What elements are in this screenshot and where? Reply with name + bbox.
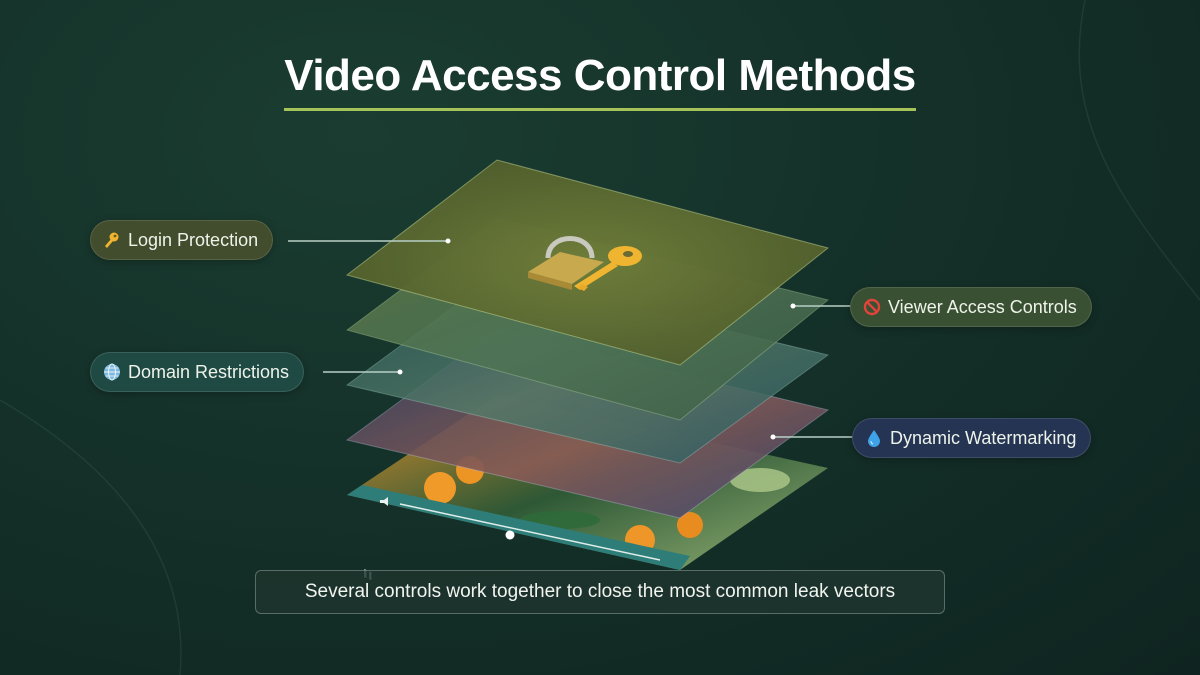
connector-lines xyxy=(288,240,853,438)
droplet-icon xyxy=(865,429,883,447)
label-login-protection: Login Protection xyxy=(90,220,274,260)
label-text: Viewer Access Controls xyxy=(888,296,1077,317)
label-text: Login Protection xyxy=(128,229,259,250)
label-domain-restrictions: Domain Restrictions xyxy=(90,352,305,392)
key-icon xyxy=(103,231,121,249)
page-title: Video Access Control Methods xyxy=(284,50,916,111)
label-text: Domain Restrictions xyxy=(128,361,290,382)
progress-handle[interactable] xyxy=(505,530,515,540)
globe-icon xyxy=(103,363,121,381)
label-viewer-access-controls: Viewer Access Controls xyxy=(850,287,1092,327)
padlock-key-icon xyxy=(528,236,642,291)
label-dynamic-watermarking: Dynamic Watermarking xyxy=(852,418,1092,458)
caption-box: Several controls work together to close … xyxy=(255,570,945,614)
prohibited-icon xyxy=(863,298,881,316)
title-block: Video Access Control Methods xyxy=(0,50,1200,111)
caption-text: Several controls work together to close … xyxy=(304,581,896,602)
label-text: Dynamic Watermarking xyxy=(890,427,1077,448)
volume-icon[interactable] xyxy=(380,497,388,506)
progress-slider[interactable] xyxy=(399,503,661,561)
connector-dots xyxy=(397,238,796,440)
